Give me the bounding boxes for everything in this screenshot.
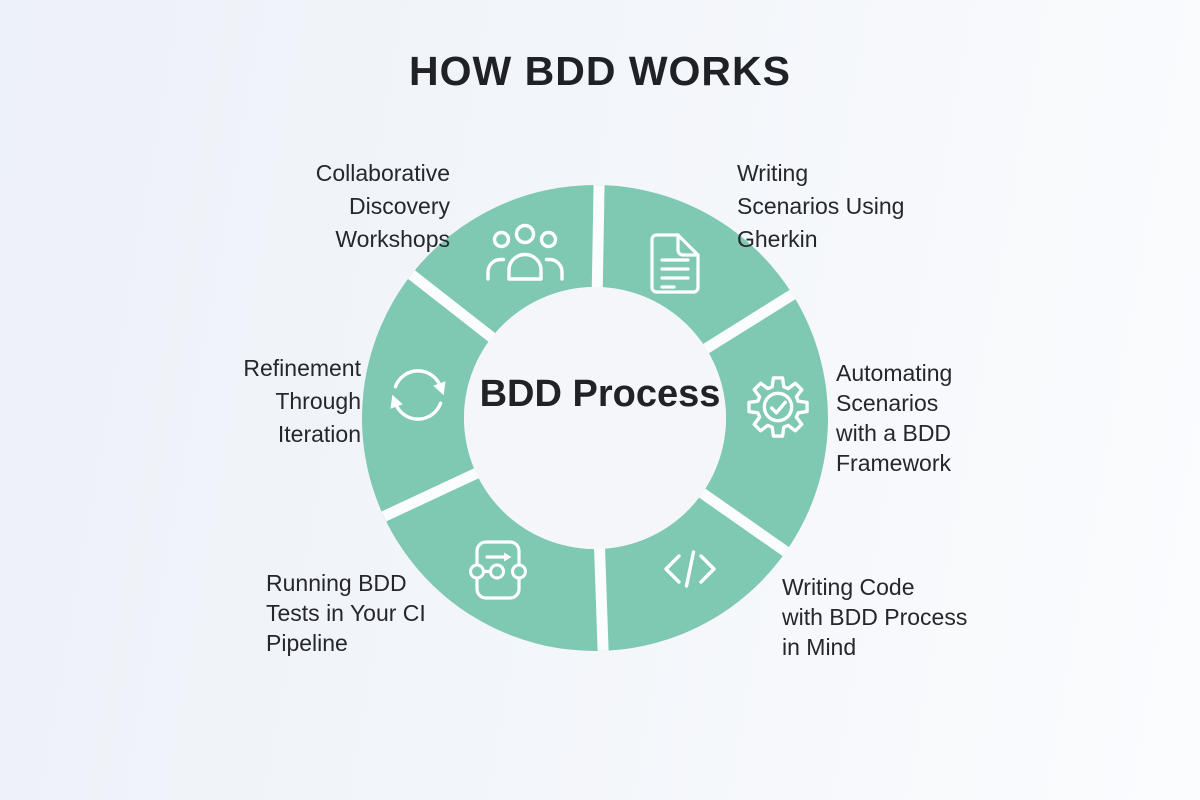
- label-line: Tests in Your CI: [266, 600, 426, 626]
- label-line: Running BDD: [266, 570, 407, 596]
- segment-collaborative-discovery-workshops: [411, 185, 600, 338]
- label-line: Pipeline: [266, 630, 348, 656]
- page-title: HOW BDD WORKS: [409, 48, 791, 94]
- label-automating-scenarios-bdd-framework: Automating Scenarios with a BDD Framewor…: [836, 358, 1026, 478]
- label-line: Framework: [836, 450, 952, 476]
- label-line: Automating: [836, 360, 953, 386]
- label-line: Refinement: [243, 355, 361, 381]
- label-line: with a BDD: [836, 420, 952, 446]
- gear-check-icon: [747, 376, 809, 438]
- label-line: Through: [275, 388, 361, 414]
- segment-writing-scenarios-using-gherkin: [597, 185, 793, 349]
- center-label-line1: BDD: [479, 373, 562, 415]
- label-line: Workshops: [335, 226, 450, 252]
- label-line: with BDD Process: [782, 604, 968, 630]
- label-line: Writing: [737, 160, 809, 186]
- segment-automating-scenarios-bdd-framework: [702, 294, 828, 552]
- label-running-bdd-tests-in-ci-pipeline: Running BDD Tests in Your CI Pipeline: [266, 568, 496, 658]
- label-refinement-through-iteration: Refinement Through Iteration: [141, 352, 361, 451]
- document-icon: [650, 233, 700, 294]
- label-writing-code-with-bdd-in-mind: Writing Code with BDD Process in Mind: [782, 572, 1022, 662]
- label-line: Scenarios Using: [737, 193, 905, 219]
- label-line: in Mind: [782, 634, 857, 660]
- label-collaborative-discovery-workshops: Collaborative Discovery Workshops: [230, 157, 450, 256]
- label-line: Discovery: [349, 193, 450, 219]
- label-writing-scenarios-using-gherkin: Writing Scenarios Using Gherkin: [737, 157, 977, 256]
- segment-running-bdd-tests-in-ci-pipeline: [383, 473, 604, 652]
- segment-refinement-through-iteration: [361, 274, 492, 517]
- code-icon: [664, 550, 716, 588]
- sync-icon: [390, 369, 446, 421]
- label-line: Collaborative: [315, 160, 450, 186]
- center-label-line2: Process: [572, 373, 721, 415]
- pipeline-icon: [469, 540, 527, 600]
- label-line: Iteration: [277, 421, 361, 447]
- label-line: Writing Code: [782, 574, 915, 600]
- label-line: Gherkin: [737, 226, 818, 252]
- center-label: BDD Process: [450, 372, 750, 417]
- center-hub: [464, 287, 726, 549]
- team-icon: [486, 223, 564, 281]
- segment-writing-code-with-bdd-in-mind: [599, 493, 786, 651]
- label-line: Scenarios: [836, 390, 939, 416]
- segment-dividers: [364, 185, 812, 651]
